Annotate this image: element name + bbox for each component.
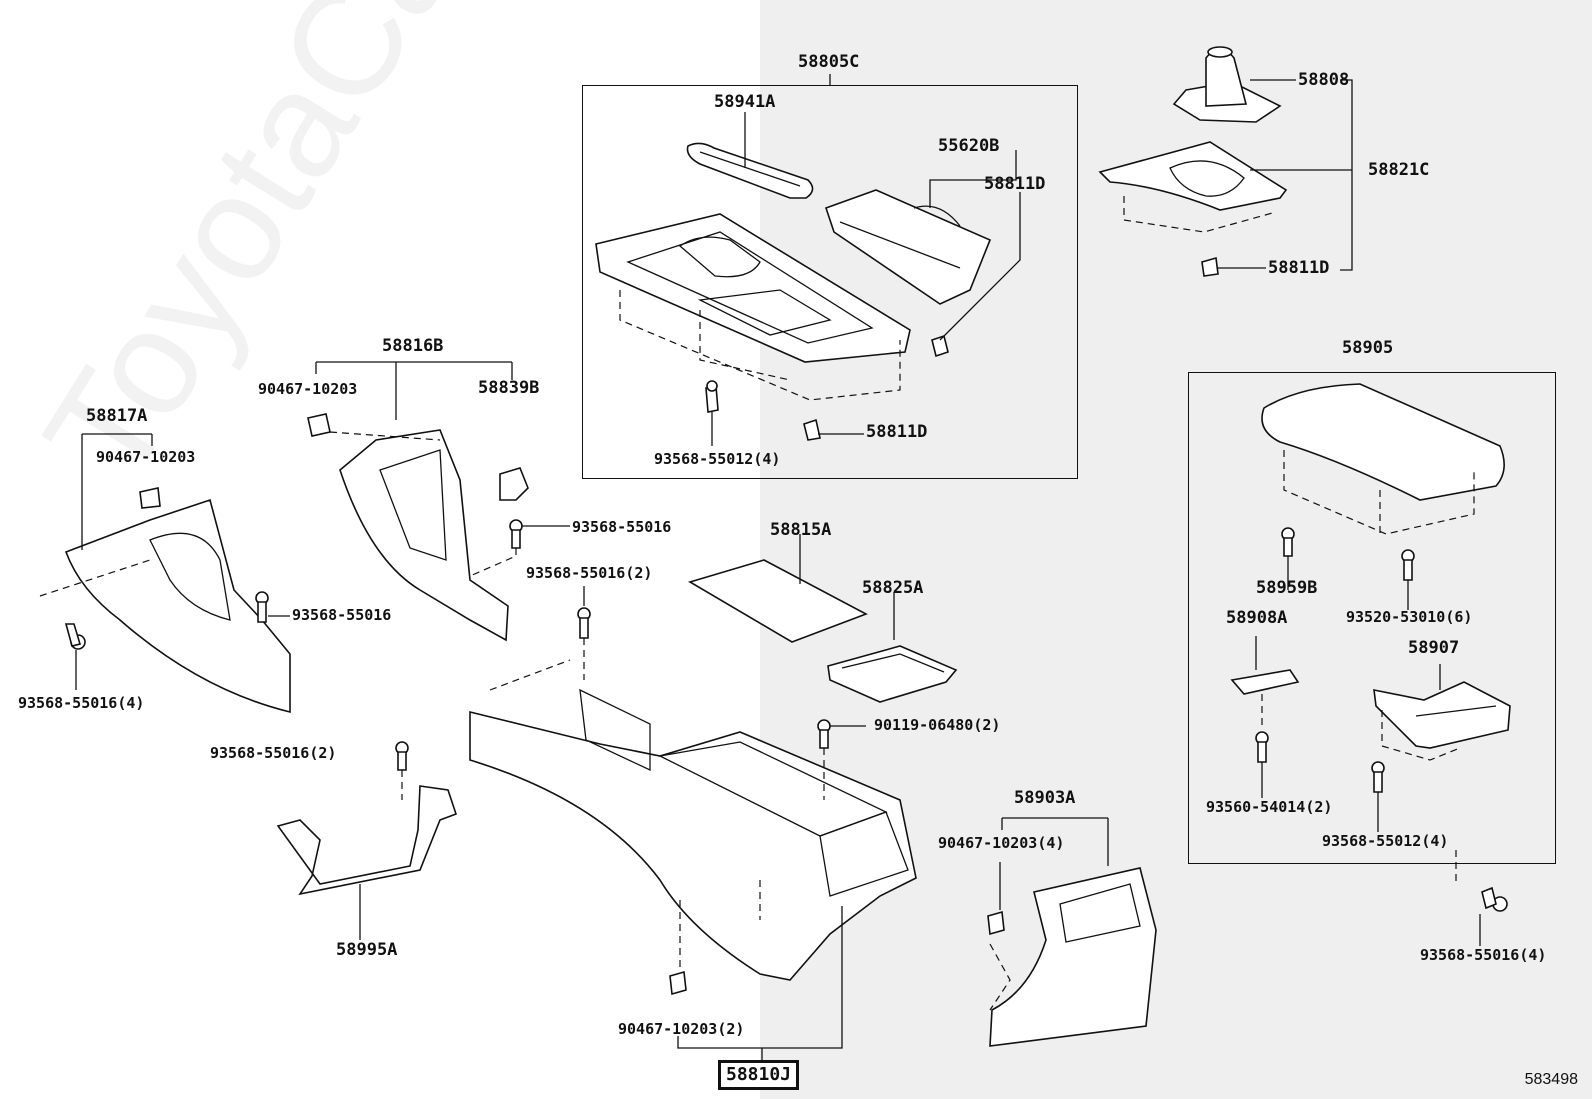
shift-plate-58821C-part [1098,141,1288,233]
label-90467-10203-2: 90467-10203(2) [618,1020,745,1038]
label-93568-55012-4-a: 93568-55012(4) [654,450,781,468]
label-58941A: 58941A [714,92,776,112]
panel-58817A-part [64,498,291,714]
screw-93568-55016-c [509,519,523,549]
label-93568-55016-2-b: 93568-55016(2) [210,744,337,762]
screw-93520-53010-part [1401,549,1415,581]
screw-93568-55012-a [705,380,719,413]
bezel-58941A-part [686,142,814,199]
label-93560-54014-2: 93560-54014(2) [1206,798,1333,816]
screw-90119-06480-2 [817,719,831,749]
label-93568-55016-4-b: 93568-55016(4) [1420,946,1547,964]
label-58816B: 58816B [382,336,444,356]
clip-90467-10203-2 [669,970,687,996]
group-frame-console-box [1188,372,1556,864]
screw-93568-55016-4-a [64,623,86,650]
label-58959B: 58959B [1256,578,1318,598]
screw-93568-55016-4-b [1481,886,1508,912]
clip-58811D-a [931,334,949,358]
screw-93568-55016-d [255,591,269,623]
screw-93560-54014-part [1255,731,1269,763]
label-93568-55016-4-a: 93568-55016(4) [18,694,145,712]
label-93568-55016-b: 93568-55016 [292,606,392,624]
label-58821C: 58821C [1368,160,1430,180]
armrest-58905-part [1261,383,1505,535]
tray-58825A-part [827,645,958,703]
bracket-58995A-part [276,785,458,896]
hinge-58907-part [1373,681,1511,761]
shift-panel-part [595,213,911,401]
label-58907: 58907 [1408,638,1460,658]
label-93520-53010-6: 93520-53010(6) [1346,608,1473,626]
label-90119-06480-2: 90119-06480(2) [874,716,1001,734]
label-58905: 58905 [1342,338,1394,358]
panel-58903A-part [989,867,1157,1047]
label-58839B: 58839B [478,378,540,398]
panel-58816B-part [339,429,509,642]
label-58995A: 58995A [336,940,398,960]
ashtray-55620B-part [824,189,992,305]
label-58811D-b: 58811D [866,422,928,442]
bracket-58839B-part [499,467,529,501]
label-58908A: 58908A [1226,608,1288,628]
screw-93568-55016-2-a [577,607,591,639]
clip-58811D-c [1201,256,1219,277]
label-58825A: 58825A [862,578,924,598]
clip-90467-10203-4 [987,910,1005,936]
label-93568-55016-2-a: 93568-55016(2) [526,564,653,582]
screw-93568-55012-b [1371,761,1385,793]
console-58810J-part [469,688,917,981]
label-90467-10203-a: 90467-10203 [258,380,358,398]
label-58815A: 58815A [770,520,832,540]
label-58903A: 58903A [1014,788,1076,808]
diagram-id: 583498 [1524,1071,1578,1088]
screw-58959B-part [1281,527,1295,557]
label-90467-10203-b: 90467-10203 [96,448,196,466]
mat-58815A-part [688,559,868,643]
label-58811D-a: 58811D [984,174,1046,194]
clip-90467-10203-a [307,413,331,437]
label-58811D-c: 58811D [1268,258,1330,278]
clip-58811D-b [803,418,821,441]
label-58808: 58808 [1298,70,1350,90]
screw-93568-55016-2-b [395,741,409,771]
label-93568-55012-4-b: 93568-55012(4) [1322,832,1449,850]
label-55620B: 55620B [938,136,1000,156]
label-58805C: 58805C [798,52,860,72]
group-frame-shift-panel [582,85,1078,479]
clip-90467-10203-b [139,487,161,509]
shift-boot-58808-part [1172,46,1282,123]
label-58817A: 58817A [86,406,148,426]
label-93568-55016-a: 93568-55016 [572,518,672,536]
label-90467-10203-4: 90467-10203(4) [938,834,1065,852]
main-part-label: 58810J [718,1060,800,1090]
latch-58908A-part [1230,669,1300,695]
